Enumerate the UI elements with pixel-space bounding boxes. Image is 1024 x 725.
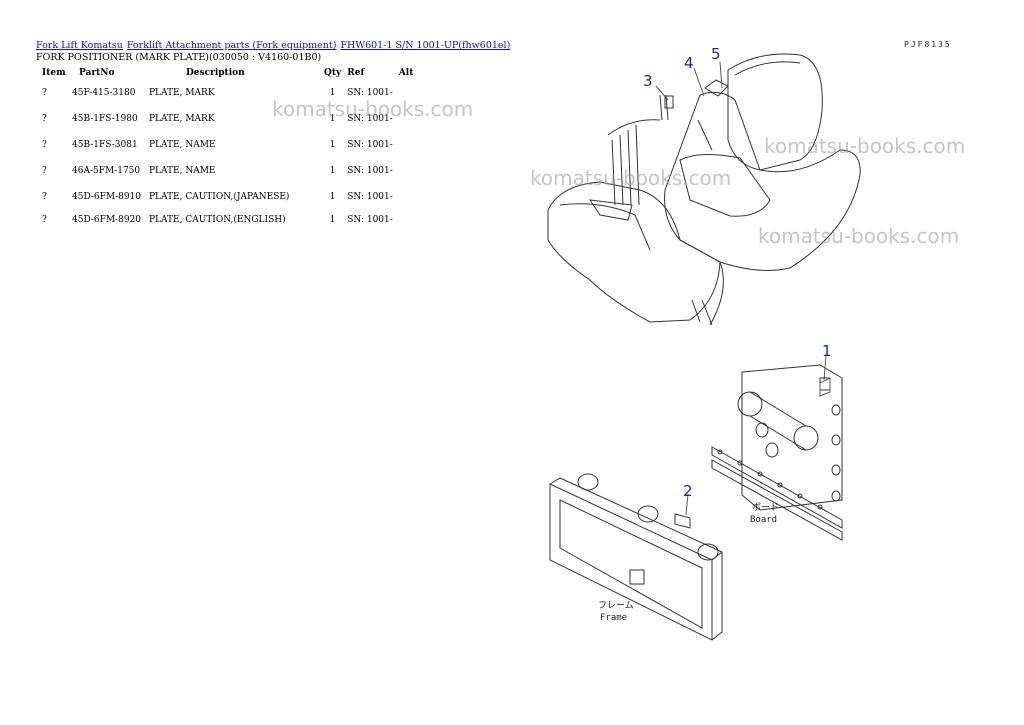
header-item: Item bbox=[42, 68, 66, 78]
label-frame-jp: フレーム bbox=[598, 600, 634, 611]
cell-item: ? bbox=[42, 114, 47, 124]
cell-qty: 1 bbox=[329, 114, 336, 124]
cell-partno: 45D-6FM-8920 bbox=[72, 215, 142, 225]
cell-partno: 45B-1FS-1980 bbox=[72, 114, 138, 124]
cell-description: PLATE, NAME bbox=[149, 166, 216, 176]
cell-qty: 1 bbox=[329, 215, 336, 225]
cell-description: PLATE, NAME bbox=[149, 140, 216, 150]
cell-qty: 1 bbox=[329, 192, 336, 202]
cell-description: PLATE, MARK bbox=[149, 88, 215, 98]
cell-partno: 45B-1FS-3081 bbox=[72, 140, 138, 150]
cell-partno: 45D-6FM-8910 bbox=[72, 192, 142, 202]
header-partno: PartNo bbox=[79, 68, 115, 78]
cell-ref: SN: 1001- bbox=[347, 192, 393, 202]
label-board: Board bbox=[750, 515, 777, 525]
page-subtitle: FORK POSITIONER (MARK PLATE)(030050 : V4… bbox=[36, 52, 322, 63]
table-row: ? 45F-415-3180 PLATE, MARK 1 SN: 1001- bbox=[36, 80, 422, 106]
cell-item: ? bbox=[42, 140, 47, 150]
callout-4: 4 bbox=[684, 54, 694, 72]
cell-qty: 1 bbox=[329, 140, 336, 150]
callout-2: 2 bbox=[683, 482, 693, 500]
cell-item: ? bbox=[42, 215, 47, 225]
cell-ref: SN: 1001- bbox=[347, 140, 393, 150]
label-board-jp: ボード bbox=[752, 502, 779, 513]
cell-item: ? bbox=[42, 166, 47, 176]
breadcrumb-link-attachment-parts[interactable]: Forklift Attachment parts (Fork equipmen… bbox=[126, 40, 337, 51]
breadcrumb-link-forklift-komatsu[interactable]: Fork Lift Komatsu bbox=[36, 40, 123, 51]
cell-item: ? bbox=[42, 192, 47, 202]
header-qty: Qty bbox=[324, 68, 342, 78]
header-description: Description bbox=[186, 68, 245, 78]
table-row: ? 45B-1FS-1980 PLATE, MARK 1 SN: 1001- bbox=[36, 106, 422, 132]
header-ref: Ref bbox=[347, 68, 365, 78]
cell-ref: SN: 1001- bbox=[347, 88, 393, 98]
cell-description: PLATE, CAUTION,(ENGLISH) bbox=[149, 215, 286, 225]
callout-5: 5 bbox=[711, 45, 721, 63]
cell-description: PLATE, MARK bbox=[149, 114, 215, 124]
page-code: PJF8135 bbox=[904, 40, 952, 49]
cell-ref: SN: 1001- bbox=[347, 166, 393, 176]
callout-3: 3 bbox=[643, 72, 653, 90]
frame-drawing bbox=[549, 473, 723, 641]
table-row: ? 45B-1FS-3081 PLATE, NAME 1 SN: 1001- bbox=[36, 132, 422, 158]
cell-ref: SN: 1001- bbox=[347, 114, 393, 124]
parts-table: Item PartNo Description Qty Ref Alt ? 45… bbox=[36, 66, 422, 230]
cell-item: ? bbox=[42, 88, 47, 98]
board-assembly-drawing bbox=[711, 355, 843, 541]
cell-partno: 45F-415-3180 bbox=[72, 88, 136, 98]
seat-assembly-drawing bbox=[547, 53, 861, 326]
cell-ref: SN: 1001- bbox=[347, 215, 393, 225]
cell-qty: 1 bbox=[329, 166, 336, 176]
label-frame: Frame bbox=[600, 613, 627, 623]
table-row: ? 45D-6FM-8910 PLATE, CAUTION,(JAPANESE)… bbox=[36, 184, 422, 210]
breadcrumb-link-model[interactable]: FHW601-1 S/N 1001-UP(fhw601el) bbox=[340, 40, 511, 51]
table-row: ? 45D-6FM-8920 PLATE, CAUTION,(ENGLISH) … bbox=[36, 210, 422, 230]
cell-qty: 1 bbox=[329, 88, 336, 98]
cell-partno: 46A-5FM-1750 bbox=[72, 166, 141, 176]
table-header-row: Item PartNo Description Qty Ref Alt bbox=[36, 66, 422, 80]
table-row: ? 46A-5FM-1750 PLATE, NAME 1 SN: 1001- bbox=[36, 158, 422, 184]
header-alt: Alt bbox=[398, 68, 414, 78]
callout-1: 1 bbox=[822, 342, 832, 360]
cell-description: PLATE, CAUTION,(JAPANESE) bbox=[149, 192, 290, 202]
